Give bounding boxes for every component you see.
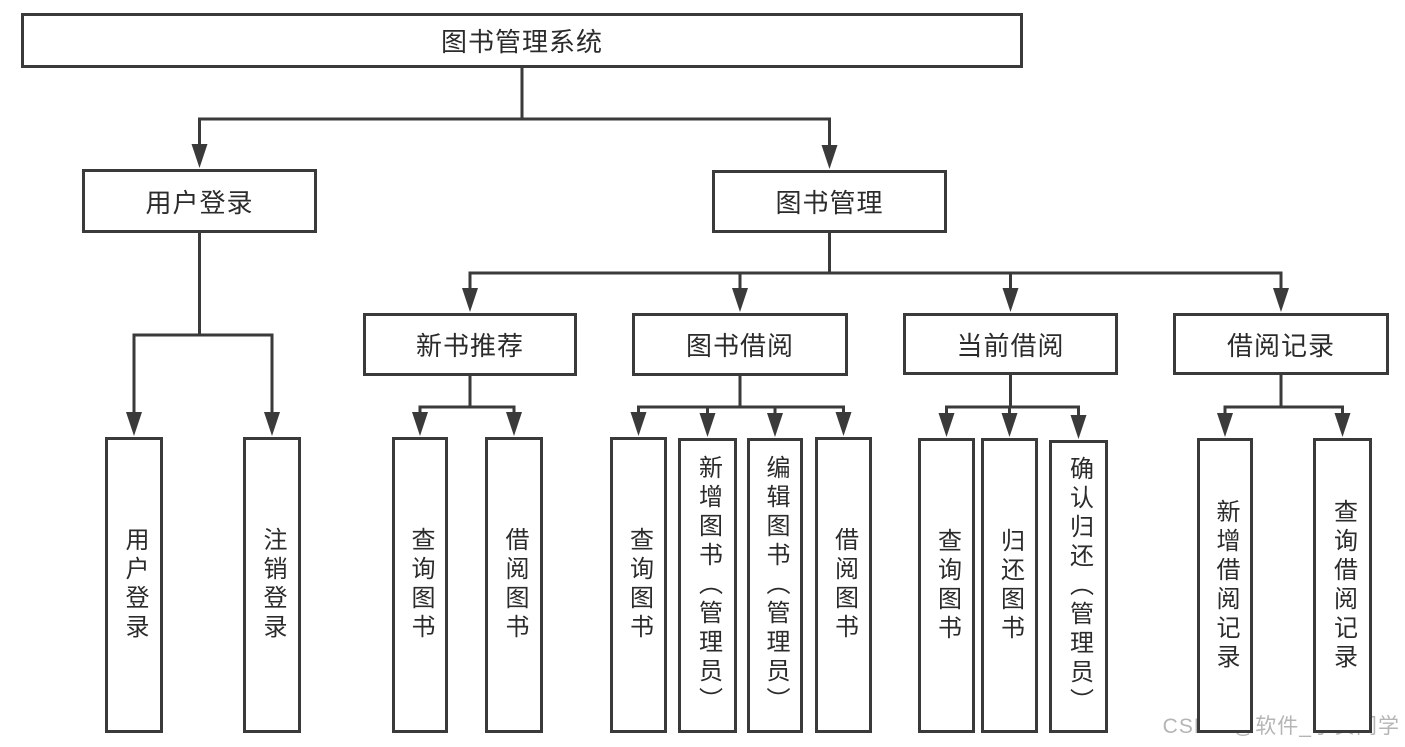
node-cb-confirm: 确认归还（管理员）	[1049, 440, 1108, 733]
node-label-logout-op: 注销登录	[259, 527, 286, 643]
arrowhead-icon	[699, 413, 716, 437]
arrowhead-icon	[767, 413, 783, 437]
arrowhead-icon	[732, 288, 748, 312]
node-root: 图书管理系统	[21, 13, 1023, 68]
node-label-login-op: 用户登录	[121, 527, 148, 643]
node-label-book-mgmt: 图书管理	[775, 188, 884, 218]
node-book-borrow: 图书借阅	[632, 313, 848, 376]
node-label-book-borrow: 图书借阅	[685, 331, 794, 361]
arrowhead-icon	[630, 412, 647, 436]
node-label-new-books: 新书推荐	[415, 331, 524, 361]
node-label-cb-confirm: 确认归还（管理员）	[1065, 456, 1093, 717]
arrowhead-icon	[264, 412, 280, 436]
node-cb-return: 归还图书	[981, 438, 1038, 733]
arrowhead-icon	[1217, 413, 1233, 437]
node-label-bb-add: 新增图书（管理员）	[694, 455, 722, 716]
node-label-br-add: 新增借阅记录	[1212, 498, 1239, 673]
arrowhead-icon	[938, 413, 955, 437]
arrowhead-icon	[126, 412, 142, 436]
node-label-nb-query: 查询图书	[407, 527, 434, 643]
node-label-cb-query: 查询图书	[933, 527, 961, 644]
node-new-books: 新书推荐	[363, 313, 577, 376]
arrowhead-icon	[1001, 413, 1018, 437]
arrowhead-icon	[1273, 288, 1289, 312]
arrowhead-icon	[835, 412, 852, 436]
node-label-root: 图书管理系统	[440, 27, 603, 57]
node-label-bb-borrow: 借阅图书	[830, 527, 858, 643]
node-label-cb-return: 归还图书	[996, 527, 1024, 644]
node-current-borrow: 当前借阅	[903, 313, 1118, 375]
node-book-mgmt: 图书管理	[712, 170, 947, 233]
node-login-op: 用户登录	[105, 437, 163, 733]
node-bb-add: 新增图书（管理员）	[678, 438, 737, 733]
node-bb-borrow: 借阅图书	[815, 437, 872, 733]
arrowhead-icon	[506, 412, 522, 436]
node-label-bb-edit: 编辑图书（管理员）	[762, 455, 789, 716]
node-label-nb-borrow: 借阅图书	[501, 527, 528, 643]
arrowhead-icon	[412, 412, 428, 436]
node-logout-op: 注销登录	[243, 437, 301, 733]
node-cb-query: 查询图书	[918, 438, 975, 733]
arrowhead-icon	[191, 144, 208, 168]
node-label-borrow-records: 借阅记录	[1226, 330, 1335, 361]
arrowhead-icon	[821, 145, 838, 169]
node-label-br-query: 查询借阅记录	[1329, 498, 1357, 673]
node-label-current-borrow: 当前借阅	[956, 330, 1065, 361]
node-nb-query: 查询图书	[392, 437, 448, 733]
arrowhead-icon	[1002, 288, 1019, 312]
node-nb-borrow: 借阅图书	[485, 437, 543, 733]
node-label-user-login: 用户登录	[145, 187, 254, 218]
arrowhead-icon	[1070, 415, 1087, 439]
node-br-add: 新增借阅记录	[1197, 438, 1253, 733]
arrowhead-icon	[462, 288, 478, 312]
node-borrow-records: 借阅记录	[1173, 313, 1389, 375]
node-bb-query: 查询图书	[610, 437, 667, 733]
node-label-bb-query: 查询图书	[625, 527, 653, 643]
node-bb-edit: 编辑图书（管理员）	[747, 438, 803, 733]
arrowhead-icon	[1334, 413, 1351, 437]
node-br-query: 查询借阅记录	[1313, 438, 1372, 733]
node-user-login: 用户登录	[82, 169, 317, 233]
